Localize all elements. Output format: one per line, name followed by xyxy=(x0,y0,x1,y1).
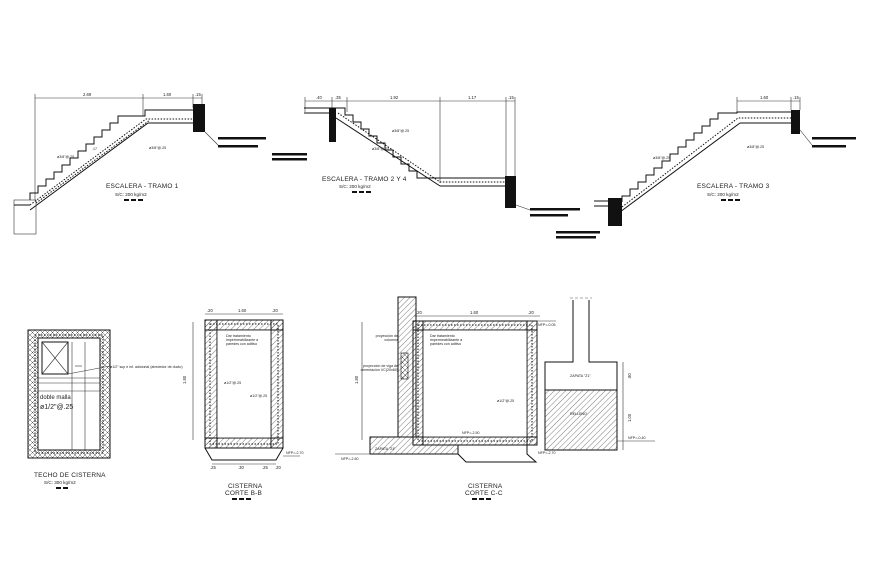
stair1-note-1: ø3/8"@.25 xyxy=(57,155,74,159)
bb-title: CISTERNA xyxy=(228,483,263,490)
footing-label-bot: RELLENO xyxy=(570,412,587,416)
cc-dim-2: 1.60 xyxy=(470,310,479,315)
stair2-load: S/C: 200 kg/m2 xyxy=(339,184,371,189)
cc-dim-3: .20 xyxy=(528,310,534,315)
bb-subtitle: CORTE B-B xyxy=(225,490,262,497)
stair2-note-1: ø3/8"@.25 xyxy=(372,147,389,151)
cc-bar-1: ø1/2"@.25 xyxy=(497,399,514,403)
stair3-note-2: ø3/8"@.25 xyxy=(747,145,764,149)
stair-1: 2.69 1.60 .15 ø3/8"@.25 ø3/8"@.25 .17 ES… xyxy=(13,92,307,235)
cc-nfp-low: NFP=-2.60 xyxy=(341,457,358,461)
stair2-callouts xyxy=(515,204,600,239)
bb-dim-1: .20 xyxy=(207,308,213,313)
stair3-note-1: ø3/8"@.25 xyxy=(653,156,670,160)
bb-bar-1: ø1/2"@.25 xyxy=(224,381,241,385)
stair1-dim-1: 2.69 xyxy=(83,92,92,97)
cc-note-column: proyección de columna xyxy=(375,334,398,342)
cistern-section-bb: .20 1.60 .20 1.80 .25 .30 .25 .20 ø1/2"@… xyxy=(182,308,303,500)
cistern-section-cc: .20 1.60 .20 1.80 ZAPATA "Z4" NFP=-0.05 … xyxy=(335,296,556,500)
stair3-callouts xyxy=(799,129,856,148)
stair1-callouts xyxy=(204,131,307,161)
bb-dim-8: .20 xyxy=(275,465,281,470)
stair3-title: ESCALERA - TRAMO 3 xyxy=(697,183,770,190)
footing-dim-2: 1.00 xyxy=(627,413,632,422)
cc-treatment-note: Dar tratamiento impermeabilizante a pare… xyxy=(430,334,463,346)
footing-label-top: ZAPATA "Z1" xyxy=(570,374,591,378)
roof-load: S/C: 300 kg/m2 xyxy=(44,480,76,485)
cistern-roof-plan: doble malla ø1/2"@.25 ø1/2" sup e inf. a… xyxy=(27,329,183,489)
roof-rebar-note: ø1/2" sup e inf. adicional (alrededor de… xyxy=(110,365,183,369)
footing-dim-1: .80 xyxy=(627,373,632,379)
stair2-dim-3: 1.92 xyxy=(390,95,399,100)
roof-mesh-label: doble malla xyxy=(40,395,71,401)
cc-dim-1: .20 xyxy=(416,310,422,315)
bb-treatment-note: Dar tratamiento impermeabilizante a pare… xyxy=(226,334,259,346)
stair2-dim-1: .40 xyxy=(316,95,322,100)
stair2-dim-2: .35 xyxy=(335,95,341,100)
roof-title: TECHO DE CISTERNA xyxy=(34,472,106,479)
stair1-note-2: ø3/8"@.25 xyxy=(149,146,166,150)
bb-dim-5: .25 xyxy=(210,465,216,470)
stair2-note-2: ø3/8"@.25 xyxy=(392,129,409,133)
bb-dim-4: 1.80 xyxy=(182,375,187,384)
footing-detail: ZAPATA "Z1" RELLENO .80 1.00 NFP=-0.40 xyxy=(544,297,655,451)
cc-dim-4: 1.80 xyxy=(354,375,359,384)
cc-zapata: ZAPATA "Z4" xyxy=(375,447,396,451)
cc-note-beam: proyección de viga de cimentación VC(20x… xyxy=(360,364,398,372)
cc-subtitle: CORTE C-C xyxy=(465,490,503,497)
stair1-dim-3: .15 xyxy=(195,92,201,97)
bb-dim-3: .20 xyxy=(272,308,278,313)
stair1-load: S/C: 200 kg/m2 xyxy=(115,192,147,197)
bb-dim-2: 1.60 xyxy=(238,308,247,313)
cc-title: CISTERNA xyxy=(468,483,503,490)
stair2-dim-5: .15 xyxy=(508,95,514,100)
stair1-title: ESCALERA - TRAMO 1 xyxy=(106,183,179,190)
roof-mesh-bar: ø1/2"@.25 xyxy=(40,404,73,411)
stair-3: 1.60 .15 ø3/8"@.25 ø3/8"@.25 ESCALERA - … xyxy=(594,95,856,226)
stair-2: .40 .35 1.92 1.17 .15 ø3/8"@.25 ø3/8"@.2… xyxy=(304,95,600,239)
bb-dim-6: .30 xyxy=(238,465,244,470)
stair2-dim-4: 1.17 xyxy=(468,95,477,100)
stair1-note-3: .17 xyxy=(92,147,97,151)
stair1-dim-2: 1.60 xyxy=(163,92,172,97)
cc-nfp-bot: NFP=-2.70 xyxy=(538,451,555,455)
cc-nfp-top: NFP=-0.05 xyxy=(538,323,555,327)
footing-level: NFP=-0.40 xyxy=(628,436,645,440)
bb-bar-2: ø1/2"@.25 xyxy=(250,394,267,398)
stair3-load: S/C: 200 kg/m2 xyxy=(707,192,739,197)
stair2-title: ESCALERA - TRAMO 2 Y 4 xyxy=(322,176,407,183)
bb-dim-7: .25 xyxy=(262,465,268,470)
cc-nfp-mid: NFP=-2.50 xyxy=(462,431,479,435)
stair3-dim-2: .15 xyxy=(793,95,799,100)
bb-level: NFP=-2.70 xyxy=(286,451,303,455)
stair3-dim-1: 1.60 xyxy=(760,95,769,100)
